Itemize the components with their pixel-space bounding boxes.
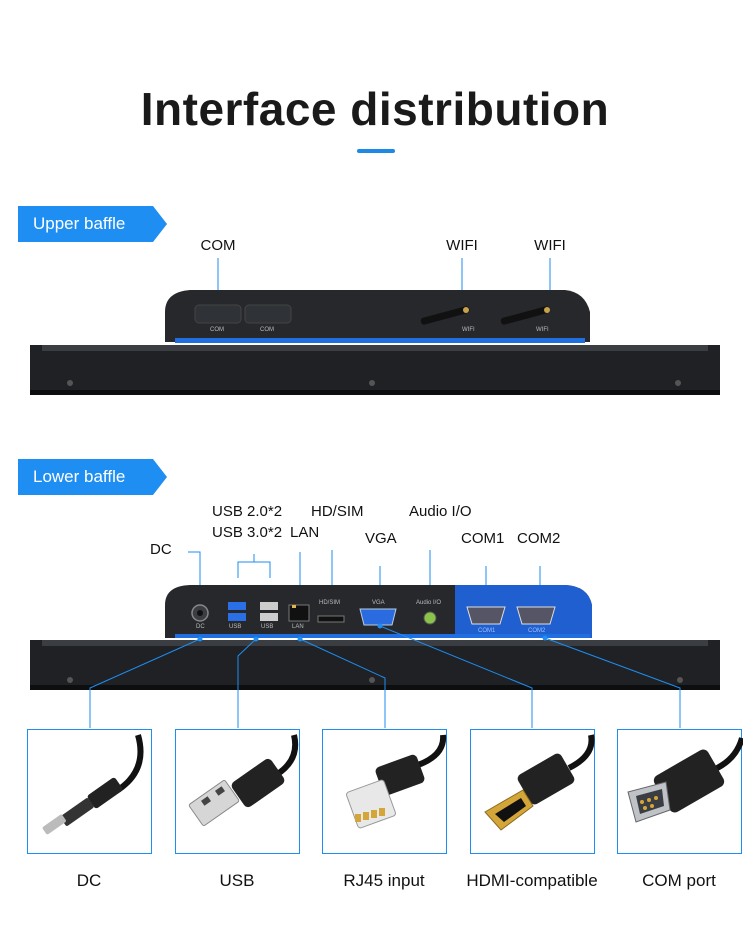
rj45-card <box>322 729 447 854</box>
lower-port-vga: VGA <box>372 600 385 606</box>
upper-com-label: COM <box>200 237 236 254</box>
upper-port-com-b: COM <box>260 327 274 333</box>
lower-port-usb-a: USB <box>229 624 242 630</box>
dc-card <box>27 729 152 854</box>
usb-card <box>175 729 300 854</box>
lower-baffle-tag: Lower baffle <box>18 459 167 495</box>
lower-dc-label: DC <box>150 541 172 558</box>
lower-usb20-label: USB 2.0*2 <box>212 503 283 520</box>
lower-port-com1: COM1 <box>478 628 496 634</box>
title-underline <box>357 149 395 153</box>
lower-port-audio: Audio I/O <box>416 600 442 606</box>
rj45-card-label: RJ45 input <box>343 871 425 890</box>
hdmi-card-label: HDMI-compatible <box>466 871 598 890</box>
lower-port-hdsim: HD/SIM <box>319 600 340 606</box>
upper-port-wifi-b: WIFI <box>536 327 549 333</box>
dc-card-label: DC <box>76 871 102 890</box>
upper-baffle-tag-label: Upper baffle <box>33 214 126 233</box>
lower-audio-label: Audio I/O <box>409 503 472 520</box>
upper-port-com-a: COM <box>210 327 224 333</box>
upper-wifi-label-2: WIFI <box>534 237 566 254</box>
lower-baffle-device <box>30 550 720 728</box>
lower-com2-label: COM2 <box>517 530 561 547</box>
hdmi-cable-icon <box>484 734 595 831</box>
lower-port-lan: LAN <box>292 624 304 630</box>
lower-port-usb-b: USB <box>261 624 274 630</box>
lower-usb30-label: USB 3.0*2 <box>212 524 283 541</box>
upper-baffle-tag: Upper baffle <box>18 206 167 242</box>
upper-wifi-label-1: WIFI <box>446 237 478 254</box>
lower-baffle-tag-label: Lower baffle <box>33 467 126 486</box>
lower-port-com2: COM2 <box>528 628 546 634</box>
com-card-label: COM port <box>642 871 716 890</box>
lower-lan-label: LAN <box>290 524 320 541</box>
hdmi-card <box>470 729 595 854</box>
lower-vga-label: VGA <box>365 530 397 547</box>
upper-baffle-device <box>30 258 720 395</box>
rj45-cable-icon <box>346 734 447 829</box>
upper-port-wifi-a: WIFI <box>462 327 475 333</box>
com-cable-icon <box>627 737 743 823</box>
dc-plug-icon <box>42 734 144 835</box>
com-card <box>617 729 743 854</box>
lower-hdsim-label: HD/SIM <box>311 503 364 520</box>
page-title: Interface distribution <box>140 83 610 135</box>
usb-cable-icon <box>188 734 299 826</box>
usb-card-label: USB <box>219 871 255 890</box>
lower-com1-label: COM1 <box>461 530 505 547</box>
lower-port-dc: DC <box>196 624 205 630</box>
